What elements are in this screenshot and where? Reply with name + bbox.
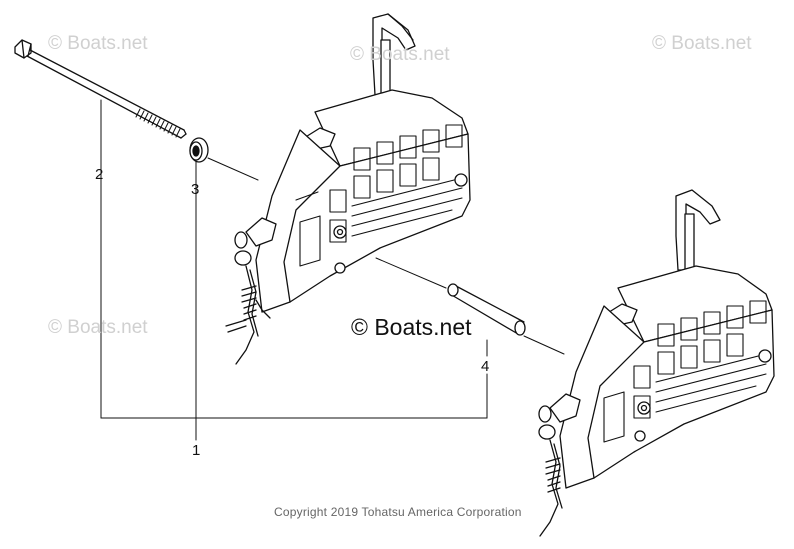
remote-control-box-upper	[225, 13, 471, 365]
watermark-top-center: © Boats.net	[350, 44, 450, 65]
remote-control-box-lower	[538, 189, 775, 537]
watermark-top-right: © Boats.net	[652, 33, 752, 54]
callout-part-1: 1	[192, 442, 201, 459]
watermark-center: © Boats.net	[351, 314, 472, 340]
callout-part-4: 4	[481, 358, 490, 375]
watermark-top-left: © Boats.net	[48, 33, 148, 54]
leader-lines	[100, 99, 565, 441]
nut-part-3	[189, 137, 209, 163]
watermark-mid-left: © Boats.net	[48, 317, 148, 338]
copyright-notice: Copyright 2019 Tohatsu America Corporati…	[274, 505, 522, 519]
bolt-part-2	[14, 39, 187, 139]
callout-part-2: 2	[95, 166, 104, 183]
spacer-tube-part-4	[447, 283, 526, 336]
callout-part-3: 3	[191, 181, 200, 198]
